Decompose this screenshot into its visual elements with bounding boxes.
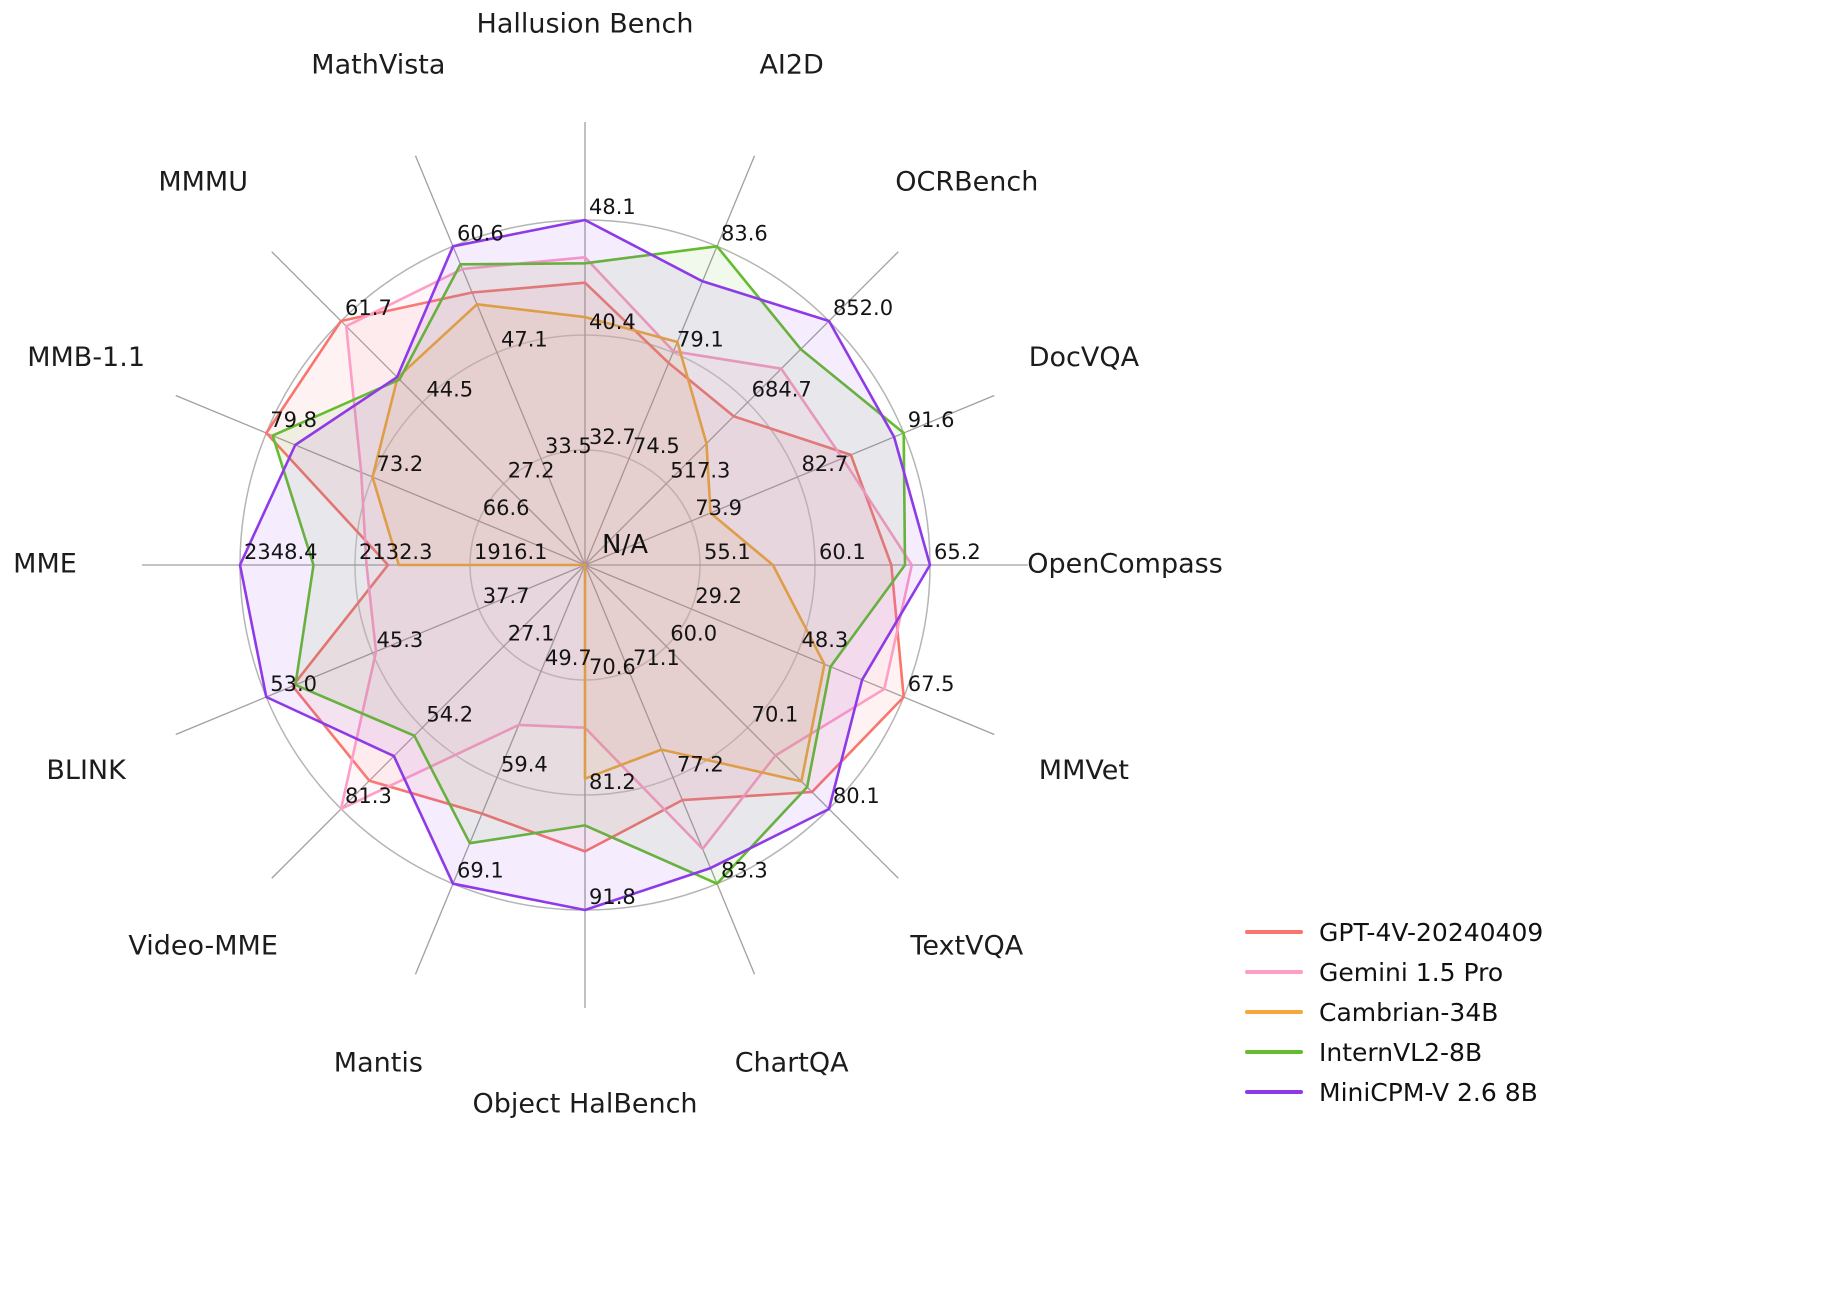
ring-label-mathvista-1: 47.1 xyxy=(501,327,548,351)
legend-item-internvl2-8b: InternVL2-8B xyxy=(1245,1032,1543,1072)
ring-label-mmvet-0: 29.2 xyxy=(695,584,742,608)
ring-label-mathvista-2: 60.6 xyxy=(457,221,504,245)
ring-label-mmb-1-1-2: 79.8 xyxy=(270,408,317,432)
ring-label-mantis-0: 49.7 xyxy=(545,646,592,670)
ring-label-mantis-2: 69.1 xyxy=(457,859,504,883)
legend-label-cambrian-34b: Cambrian-34B xyxy=(1319,997,1499,1027)
series-polygon-internvl2-8b xyxy=(271,245,907,885)
axis-spoke-textvqa xyxy=(584,564,899,879)
ring-label-ai2d-1: 79.1 xyxy=(677,327,724,351)
ring-label-object-halbench-2: 91.8 xyxy=(589,885,636,909)
center-na-label: N/A xyxy=(602,530,648,560)
legend-item-gemini-1-5-pro: Gemini 1.5 Pro xyxy=(1245,952,1543,992)
ring-label-video-mme-2: 81.3 xyxy=(345,784,392,808)
ring-label-object-halbench-1: 81.2 xyxy=(589,770,636,794)
axis-spoke-docvqa xyxy=(584,394,995,566)
legend-item-cambrian-34b: Cambrian-34B xyxy=(1245,992,1543,1032)
ring-label-blink-2: 53.0 xyxy=(270,672,317,696)
ring-label-textvqa-2: 80.1 xyxy=(833,784,880,808)
ring-label-docvqa-2: 91.6 xyxy=(908,408,955,432)
axis-label-object-halbench: Object HalBench xyxy=(472,1089,697,1120)
ring-label-hallusion-bench-2: 48.1 xyxy=(589,195,636,219)
axis-label-mme: MME xyxy=(13,549,77,580)
ring-label-mmvet-1: 48.3 xyxy=(802,628,849,652)
ring-label-docvqa-0: 73.9 xyxy=(695,496,742,520)
ring-label-ocrbench-1: 684.7 xyxy=(752,377,812,401)
axis-spoke-blink xyxy=(175,564,586,736)
ring-label-mmmu-0: 27.2 xyxy=(508,459,555,483)
ring-label-mmb-1-1-0: 66.6 xyxy=(483,496,530,520)
ring-label-video-mme-1: 54.2 xyxy=(426,703,473,727)
legend-label-gemini-1-5-pro: Gemini 1.5 Pro xyxy=(1319,957,1504,987)
axis-label-blink: BLINK xyxy=(46,755,127,786)
ring-label-chartqa-0: 71.1 xyxy=(633,646,680,670)
axis-label-ai2d: AI2D xyxy=(759,50,823,81)
axis-label-mantis: Mantis xyxy=(334,1047,423,1078)
ring-label-mmvet-2: 67.5 xyxy=(908,672,955,696)
ring-label-mmb-1-1-1: 73.2 xyxy=(376,452,423,476)
ring-label-object-halbench-0: 70.6 xyxy=(589,655,636,679)
legend-swatch-internvl2-8b xyxy=(1245,1050,1303,1054)
ring-label-mantis-1: 59.4 xyxy=(501,753,548,777)
axis-label-mmmu: MMMU xyxy=(158,167,248,198)
axis-label-ocrbench: OCRBench xyxy=(895,167,1038,198)
axis-label-video-mme: Video-MME xyxy=(128,930,278,961)
ring-label-chartqa-1: 77.2 xyxy=(677,753,724,777)
axis-spoke-mmb-1-1 xyxy=(175,394,586,566)
ring-label-mme-0: 1916.1 xyxy=(474,540,547,564)
ring-label-mmmu-2: 61.7 xyxy=(345,296,392,320)
ring-label-video-mme-0: 27.1 xyxy=(508,621,555,645)
ring-label-textvqa-0: 60.0 xyxy=(670,621,717,645)
legend-label-minicpm-v-2-6-8b: MiniCPM-V 2.6 8B xyxy=(1319,1077,1538,1107)
legend-swatch-gemini-1-5-pro xyxy=(1245,970,1303,974)
legend-swatch-minicpm-v-2-6-8b xyxy=(1245,1090,1303,1094)
ring-label-hallusion-bench-1: 40.4 xyxy=(589,310,636,334)
ring-label-ai2d-2: 83.6 xyxy=(721,221,768,245)
axis-spoke-video-mme xyxy=(271,564,586,879)
axis-label-opencompass: OpenCompass xyxy=(1027,549,1223,580)
ring-label-chartqa-2: 83.3 xyxy=(721,859,768,883)
ring-label-opencompass-2: 65.2 xyxy=(934,540,981,564)
axis-label-textvqa: TextVQA xyxy=(909,930,1023,961)
ring-label-ocrbench-2: 852.0 xyxy=(833,296,893,320)
legend-label-internvl2-8b: InternVL2-8B xyxy=(1319,1037,1483,1067)
ring-label-blink-1: 45.3 xyxy=(376,628,423,652)
legend-item-minicpm-v-2-6-8b: MiniCPM-V 2.6 8B xyxy=(1245,1072,1543,1112)
ring-label-mmmu-1: 44.5 xyxy=(426,377,473,401)
axis-label-mmvet: MMVet xyxy=(1039,755,1129,786)
ring-label-mme-1: 2132.3 xyxy=(359,540,432,564)
legend-label-gpt-4v-20240409: GPT-4V-20240409 xyxy=(1319,917,1544,947)
ring-label-docvqa-1: 82.7 xyxy=(802,452,849,476)
series-polygon-minicpm-v-2-6-8b xyxy=(238,218,932,912)
axis-spoke-ocrbench xyxy=(584,251,899,566)
axis-spoke-ai2d xyxy=(584,155,756,566)
ring-label-blink-0: 37.7 xyxy=(483,584,530,608)
ring-label-ocrbench-0: 517.3 xyxy=(670,459,730,483)
legend-swatch-gpt-4v-20240409 xyxy=(1245,930,1303,934)
axis-spoke-mantis xyxy=(414,564,586,975)
ring-label-mathvista-0: 33.5 xyxy=(545,434,592,458)
ring-label-textvqa-1: 70.1 xyxy=(752,703,799,727)
ring-label-ai2d-0: 74.5 xyxy=(633,434,680,458)
axis-spoke-mmmu xyxy=(271,251,586,566)
ring-label-hallusion-bench-0: 32.7 xyxy=(589,425,636,449)
ring-label-mme-2: 2348.4 xyxy=(244,540,317,564)
ring-label-opencompass-1: 60.1 xyxy=(819,540,866,564)
axis-spoke-mmvet xyxy=(584,564,995,736)
ring-label-opencompass-0: 55.1 xyxy=(704,540,751,564)
axis-label-hallusion-bench: Hallusion Bench xyxy=(477,9,694,40)
legend-swatch-cambrian-34b xyxy=(1245,1010,1303,1014)
series-polygon-cambrian-34b xyxy=(371,303,826,783)
axis-label-mmb-1-1: MMB-1.1 xyxy=(27,342,145,373)
axis-label-docvqa: DocVQA xyxy=(1029,342,1140,373)
axis-spoke-mathvista xyxy=(414,155,586,566)
axis-label-mathvista: MathVista xyxy=(311,50,445,81)
axis-label-chartqa: ChartQA xyxy=(735,1047,849,1078)
legend-item-gpt-4v-20240409: GPT-4V-20240409 xyxy=(1245,912,1543,952)
axis-spoke-chartqa xyxy=(584,564,756,975)
